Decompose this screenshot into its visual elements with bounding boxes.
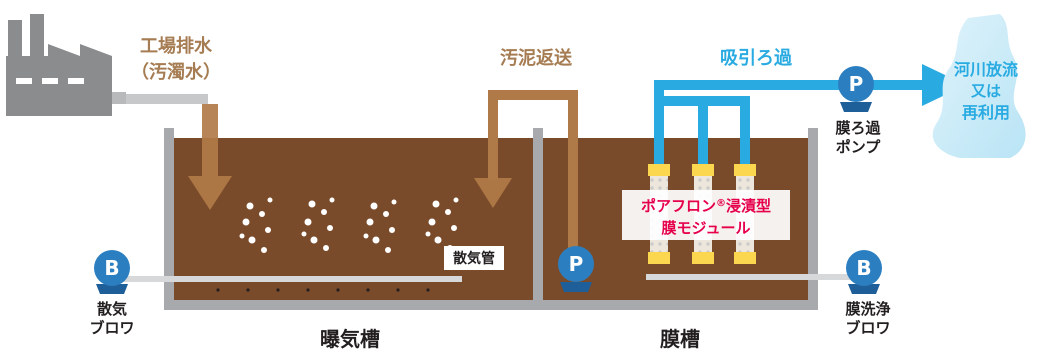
cleaning-blower-label-line2: ブロワ bbox=[845, 319, 890, 337]
wastewater-pipe bbox=[126, 94, 208, 104]
inflow-arrow bbox=[188, 104, 232, 210]
aeration-blower-marker: B bbox=[104, 256, 119, 280]
diffuser-holes bbox=[216, 288, 430, 292]
cleaning-air-line bbox=[646, 274, 852, 280]
air-bubbles bbox=[239, 197, 459, 253]
diffuser-label: 散気管 bbox=[453, 250, 495, 267]
filtrate-pump-label-line2: ポンプ bbox=[836, 138, 882, 156]
factory-icon bbox=[6, 14, 126, 116]
diffuser-label-box bbox=[444, 246, 504, 270]
cleaning-blower: B bbox=[846, 250, 882, 294]
aeration-air-line bbox=[118, 276, 462, 282]
wastewater-sub-label: （汚濁水） bbox=[131, 61, 221, 83]
module-label-line2: 膜モジュール bbox=[662, 219, 751, 237]
discharge-label-line1: 河川放流 bbox=[954, 60, 1018, 79]
filtrate-pump: P bbox=[838, 66, 874, 112]
aeration-blower-label-line2: ブロワ bbox=[89, 319, 134, 337]
discharge-label-line2: 又は bbox=[971, 82, 1001, 100]
cleaning-blower-label-line1: 膜洗浄 bbox=[845, 300, 890, 318]
river-icon bbox=[932, 14, 1026, 158]
wastewater-label: 工場排水 bbox=[140, 35, 213, 57]
sludge-pump-marker: P bbox=[569, 252, 584, 276]
aeration-blower-label-line1: 散気 bbox=[97, 300, 127, 318]
membrane-tank-label: 膜槽 bbox=[659, 327, 700, 351]
filtrate-pump-label-line1: 膜ろ過 bbox=[835, 119, 881, 137]
aeration-tank-label: 曝気槽 bbox=[320, 327, 380, 351]
cleaning-blower-marker: B bbox=[856, 256, 871, 280]
sludge-return-label: 汚泥返送 bbox=[500, 47, 573, 69]
filtrate-pump-marker: P bbox=[849, 72, 864, 96]
sludge-return-pump: P bbox=[558, 246, 594, 292]
suction-filtration-label: 吸引ろ過 bbox=[720, 48, 793, 69]
module-label-line1: ポアフロン®浸漬型 bbox=[641, 197, 771, 215]
aeration-blower: B bbox=[94, 250, 130, 294]
discharge-label-line3: 再利用 bbox=[962, 103, 1010, 122]
module-label-box bbox=[622, 190, 790, 240]
sludge-return-line bbox=[474, 90, 578, 266]
